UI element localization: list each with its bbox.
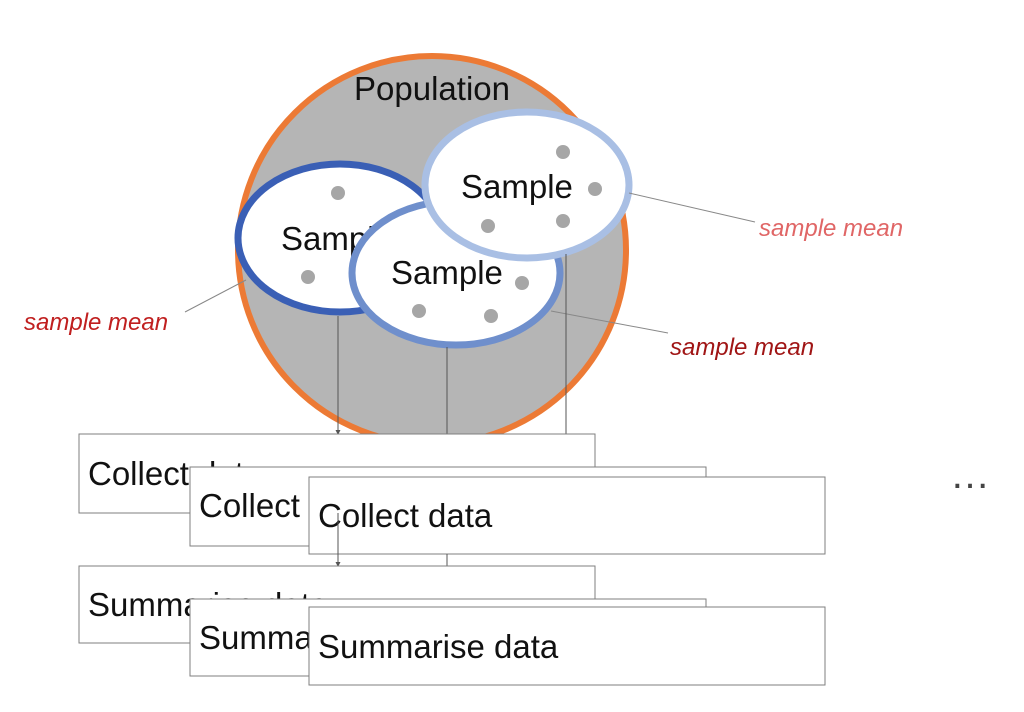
population-label: Population bbox=[354, 70, 510, 107]
data-point bbox=[588, 182, 602, 196]
data-point bbox=[301, 270, 315, 284]
summarise-box-3 bbox=[308, 606, 826, 686]
sample-mean-annotation-2: sample mean bbox=[759, 215, 903, 242]
collect-box-3 bbox=[308, 476, 826, 555]
data-point bbox=[331, 186, 345, 200]
annotation-leader-1 bbox=[184, 279, 247, 313]
data-point bbox=[556, 145, 570, 159]
data-point bbox=[556, 214, 570, 228]
sample-label-2: Sample bbox=[391, 254, 503, 291]
data-point bbox=[484, 309, 498, 323]
summarise-label-3: Summarise data bbox=[318, 628, 559, 665]
ellipsis: … bbox=[950, 453, 990, 497]
connector-arrowhead-4 bbox=[335, 562, 341, 567]
sample-mean-annotation-3: sample mean bbox=[670, 334, 814, 361]
connector-arrowhead-1 bbox=[335, 430, 341, 435]
annotation-leader-2 bbox=[628, 192, 756, 223]
sample-mean-annotation-1: sample mean bbox=[24, 309, 168, 336]
sample-label-3: Sample bbox=[461, 168, 573, 205]
annotation-leader-3 bbox=[550, 310, 669, 334]
data-point bbox=[481, 219, 495, 233]
collect-label-3: Collect data bbox=[318, 497, 493, 534]
data-point bbox=[412, 304, 426, 318]
data-point bbox=[515, 276, 529, 290]
sample-ellipse-3 bbox=[421, 108, 633, 262]
